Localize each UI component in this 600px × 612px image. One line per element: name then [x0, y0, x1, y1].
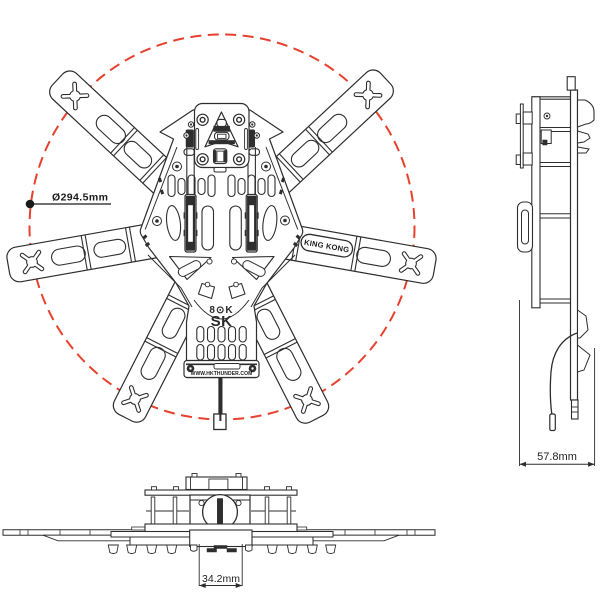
svg-text:34.2mm: 34.2mm — [202, 573, 240, 585]
svg-text:SK: SK — [211, 313, 233, 330]
svg-text:8⊙K: 8⊙K — [209, 305, 233, 316]
svg-text:Ø294.5mm: Ø294.5mm — [52, 192, 108, 204]
svg-text:57.8mm: 57.8mm — [537, 451, 577, 463]
svg-text:WWW.HKTHUNDER.COM: WWW.HKTHUNDER.COM — [191, 371, 253, 377]
